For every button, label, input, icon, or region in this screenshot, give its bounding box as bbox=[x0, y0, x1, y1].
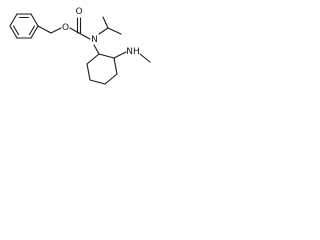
nitrogen-to-isopropyl-bond bbox=[98, 27, 109, 35]
nitrogen-to-ring-bond bbox=[93, 44, 100, 55]
benzene-bond-3 bbox=[30, 13, 39, 27]
benzene-double-bond-2 bbox=[28, 25, 36, 36]
carbonyl-oxygen-label: O bbox=[75, 7, 82, 17]
cyclohexane-ring bbox=[86, 53, 118, 85]
benzene-bond-6 bbox=[9, 25, 18, 39]
isopropyl-methyl-1 bbox=[102, 16, 109, 29]
carbonyl-to-nitrogen-bond bbox=[78, 32, 91, 40]
chemical-structure-diagram: O O N NH bbox=[9, 7, 151, 85]
amine-nh-label: NH bbox=[126, 47, 140, 57]
ring-to-nh-bond bbox=[113, 51, 127, 59]
cyclohexane-bond-4 bbox=[89, 79, 106, 85]
ch2-to-oxygen-bond bbox=[50, 27, 62, 34]
benzene-double-bond-3 bbox=[12, 25, 20, 36]
benzene-ring bbox=[9, 13, 39, 39]
benzene-bond-1 bbox=[9, 13, 18, 27]
cyclohexane-bond-2 bbox=[113, 57, 118, 75]
cyclohexane-bond-1 bbox=[98, 53, 115, 59]
benzyl-bond bbox=[37, 25, 52, 34]
ester-oxygen-label: O bbox=[62, 23, 69, 33]
benzene-bond-4 bbox=[30, 25, 39, 39]
isopropyl-methyl-2 bbox=[107, 27, 122, 35]
carbamate-nitrogen-label: N bbox=[91, 35, 98, 45]
cyclohexane-bond-6 bbox=[86, 53, 100, 65]
cyclohexane-bond-5 bbox=[86, 63, 91, 81]
nh-to-methyl-bond bbox=[139, 53, 151, 63]
cyclohexane-bond-3 bbox=[104, 73, 118, 85]
structure-canvas: O O N NH bbox=[0, 0, 156, 98]
